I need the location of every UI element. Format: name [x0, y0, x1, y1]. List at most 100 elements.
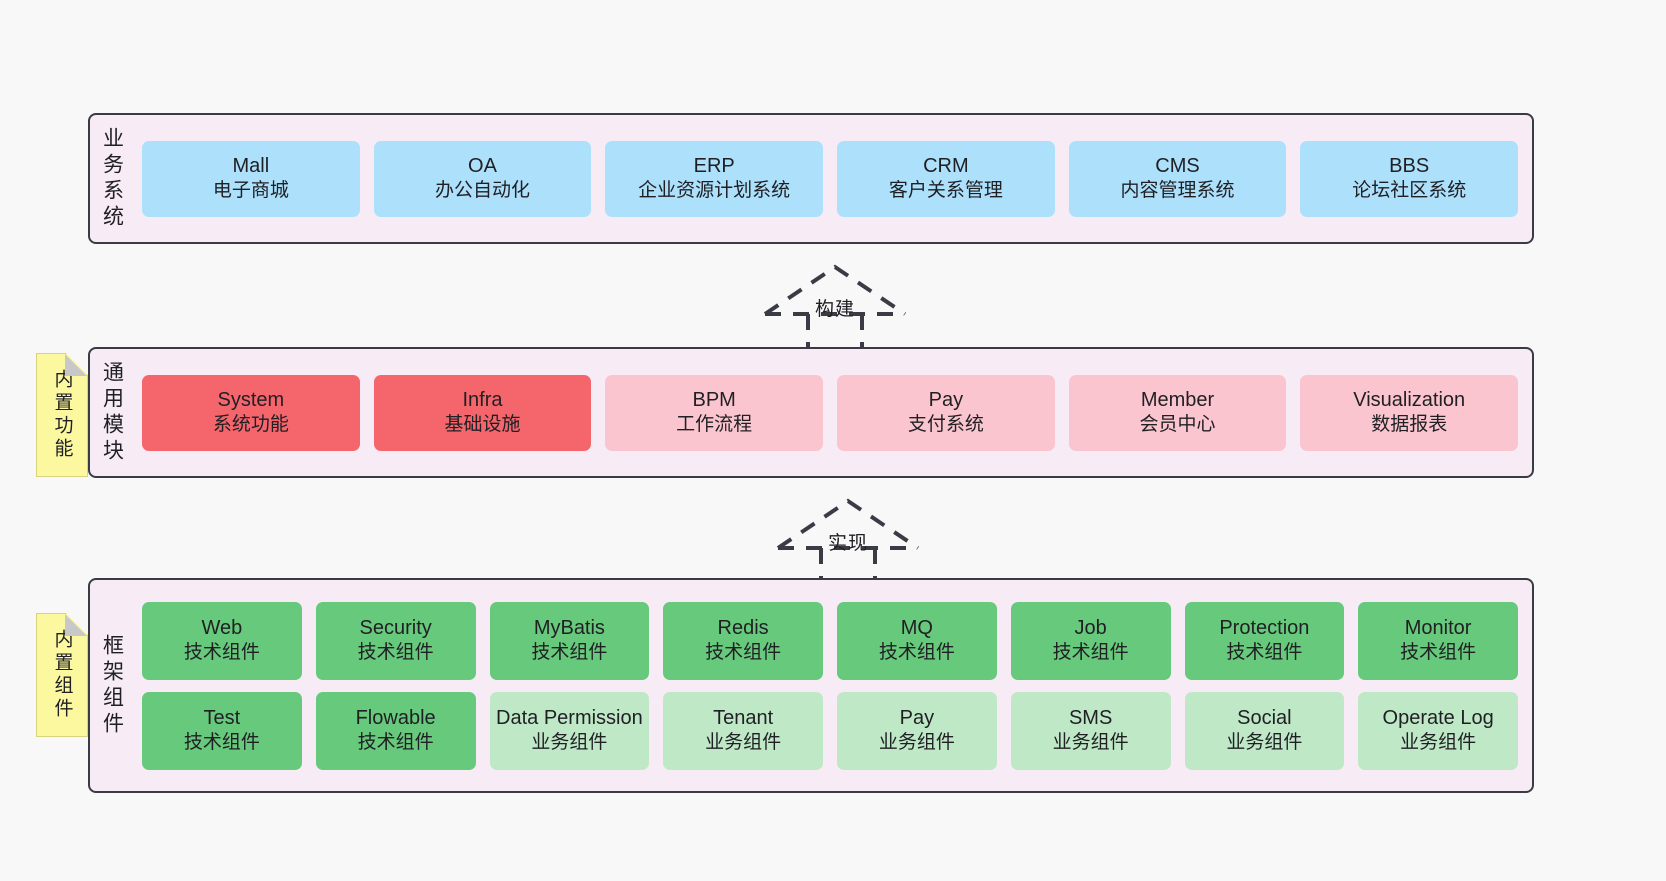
- card-data-permission-en: Data Permission: [496, 707, 643, 730]
- card-tenant[interactable]: Tenant 业务组件: [663, 691, 823, 770]
- card-monitor[interactable]: Monitor 技术组件: [1358, 601, 1518, 680]
- card-mall-en: Mall: [232, 155, 270, 178]
- card-job-en: Job: [1074, 617, 1107, 640]
- card-web-cn: 技术组件: [183, 642, 260, 664]
- card-mq-cn: 技术组件: [878, 642, 955, 664]
- card-pay-component[interactable]: Pay 业务组件: [837, 691, 997, 770]
- card-security-en: Security: [359, 617, 432, 640]
- card-redis-cn: 技术组件: [705, 642, 782, 664]
- card-cms[interactable]: CMS 内容管理系统: [1068, 140, 1287, 217]
- card-infra-cn: 基础设施: [444, 414, 521, 436]
- layer-framework-title: 框架组件: [100, 633, 124, 738]
- card-test-en: Test: [203, 707, 241, 730]
- card-cms-cn: 内容管理系统: [1120, 180, 1235, 202]
- card-sms[interactable]: SMS 业务组件: [1010, 691, 1171, 770]
- card-pay-component-en: Pay: [899, 707, 935, 730]
- card-test-cn: 技术组件: [183, 732, 260, 754]
- card-sms-en: SMS: [1068, 707, 1113, 730]
- card-crm[interactable]: CRM 客户关系管理: [837, 140, 1055, 217]
- layer-framework-components: 框架组件 Web 技术组件 Security 技术组件 MyBatis 技术组件…: [88, 578, 1534, 793]
- card-member[interactable]: Member 会员中心: [1068, 374, 1287, 451]
- card-data-permission[interactable]: Data Permission 业务组件: [489, 691, 650, 770]
- card-member-en: Member: [1140, 389, 1215, 412]
- layer-business-cards: Mall 电子商城 OA 办公自动化 ERP 企业资源计划系统 CRM 客户关系…: [134, 115, 1532, 242]
- card-oa-cn: 办公自动化: [435, 180, 531, 202]
- card-flowable[interactable]: Flowable 技术组件: [315, 691, 476, 770]
- layer-common-modules: 通用模块 System 系统功能 Infra 基础设施 BPM 工作流程 Pay…: [88, 347, 1534, 478]
- card-visualization-en: Visualization: [1353, 389, 1466, 412]
- card-protection-en: Protection: [1219, 617, 1310, 640]
- card-infra-en: Infra: [462, 389, 503, 412]
- arrow-implement-label: 实现: [827, 533, 868, 554]
- card-mq[interactable]: MQ 技术组件: [837, 601, 997, 680]
- card-bbs-cn: 论坛社区系统: [1352, 180, 1467, 202]
- card-pay-component-cn: 业务组件: [878, 732, 955, 754]
- card-oa[interactable]: OA 办公自动化: [373, 140, 592, 217]
- card-erp[interactable]: ERP 企业资源计划系统: [605, 140, 824, 217]
- card-pay-module-cn: 支付系统: [907, 414, 984, 436]
- card-data-permission-cn: 业务组件: [531, 732, 608, 754]
- card-job-cn: 技术组件: [1052, 642, 1129, 664]
- note-fold-corner-icon: [65, 354, 87, 376]
- card-erp-en: ERP: [693, 155, 735, 178]
- card-bbs-en: BBS: [1389, 155, 1430, 178]
- card-infra[interactable]: Infra 基础设施: [373, 374, 592, 451]
- layer-business-title: 业务系统: [100, 126, 124, 231]
- card-social[interactable]: Social 业务组件: [1184, 691, 1345, 770]
- card-protection[interactable]: Protection 技术组件: [1184, 601, 1345, 680]
- card-redis[interactable]: Redis 技术组件: [663, 601, 823, 680]
- card-pay-module[interactable]: Pay 支付系统: [837, 374, 1055, 451]
- layer-framework-cards: Web 技术组件 Security 技术组件 MyBatis 技术组件 Redi…: [134, 580, 1532, 791]
- card-tenant-en: Tenant: [713, 707, 774, 730]
- card-social-cn: 业务组件: [1226, 732, 1303, 754]
- note-fold-corner-icon: [65, 614, 87, 636]
- card-monitor-cn: 技术组件: [1400, 642, 1477, 664]
- note-builtin-features: 内置功能: [36, 353, 88, 477]
- card-protection-cn: 技术组件: [1226, 642, 1303, 664]
- card-web[interactable]: Web 技术组件: [142, 601, 302, 680]
- card-security[interactable]: Security 技术组件: [315, 601, 476, 680]
- card-test[interactable]: Test 技术组件: [142, 691, 302, 770]
- framework-row-technical: Web 技术组件 Security 技术组件 MyBatis 技术组件 Redi…: [142, 601, 1518, 680]
- note-builtin-features-label: 内置功能: [51, 369, 73, 461]
- card-visualization[interactable]: Visualization 数据报表: [1300, 374, 1519, 451]
- card-flowable-en: Flowable: [355, 707, 436, 730]
- card-social-en: Social: [1237, 707, 1292, 730]
- card-operate-log-en: Operate Log: [1382, 707, 1494, 730]
- card-mq-en: MQ: [900, 617, 933, 640]
- arrow-build: 构建: [760, 262, 910, 358]
- layer-business-systems: 业务系统 Mall 电子商城 OA 办公自动化 ERP 企业资源计划系统 CRM…: [88, 113, 1534, 244]
- card-erp-cn: 企业资源计划系统: [638, 180, 791, 202]
- card-system-cn: 系统功能: [212, 414, 289, 436]
- card-operate-log[interactable]: Operate Log 业务组件: [1358, 691, 1518, 770]
- framework-row-business: Test 技术组件 Flowable 技术组件 Data Permission …: [142, 691, 1518, 770]
- note-builtin-components: 内置组件: [36, 613, 88, 737]
- card-sms-cn: 业务组件: [1052, 732, 1129, 754]
- card-mall-cn: 电子商城: [212, 180, 289, 202]
- card-cms-en: CMS: [1155, 155, 1200, 178]
- card-oa-en: OA: [468, 155, 497, 178]
- card-crm-en: CRM: [923, 155, 969, 178]
- card-mybatis-en: MyBatis: [533, 617, 605, 640]
- card-operate-log-cn: 业务组件: [1400, 732, 1477, 754]
- card-job[interactable]: Job 技术组件: [1010, 601, 1171, 680]
- card-system[interactable]: System 系统功能: [142, 374, 360, 451]
- card-web-en: Web: [201, 617, 243, 640]
- card-bpm[interactable]: BPM 工作流程: [605, 374, 824, 451]
- card-mall[interactable]: Mall 电子商城: [142, 140, 360, 217]
- card-member-cn: 会员中心: [1139, 414, 1216, 436]
- card-visualization-cn: 数据报表: [1371, 414, 1448, 436]
- card-flowable-cn: 技术组件: [357, 732, 434, 754]
- layer-common-cards: System 系统功能 Infra 基础设施 BPM 工作流程 Pay 支付系统…: [134, 349, 1532, 476]
- card-bpm-en: BPM: [692, 389, 736, 412]
- card-monitor-en: Monitor: [1404, 617, 1472, 640]
- card-redis-en: Redis: [717, 617, 769, 640]
- layer-common-title: 通用模块: [100, 360, 124, 465]
- card-bbs[interactable]: BBS 论坛社区系统: [1300, 140, 1519, 217]
- card-security-cn: 技术组件: [357, 642, 434, 664]
- note-builtin-components-label: 内置组件: [51, 629, 73, 721]
- card-pay-module-en: Pay: [928, 389, 964, 412]
- card-system-en: System: [217, 389, 285, 412]
- card-mybatis[interactable]: MyBatis 技术组件: [489, 601, 650, 680]
